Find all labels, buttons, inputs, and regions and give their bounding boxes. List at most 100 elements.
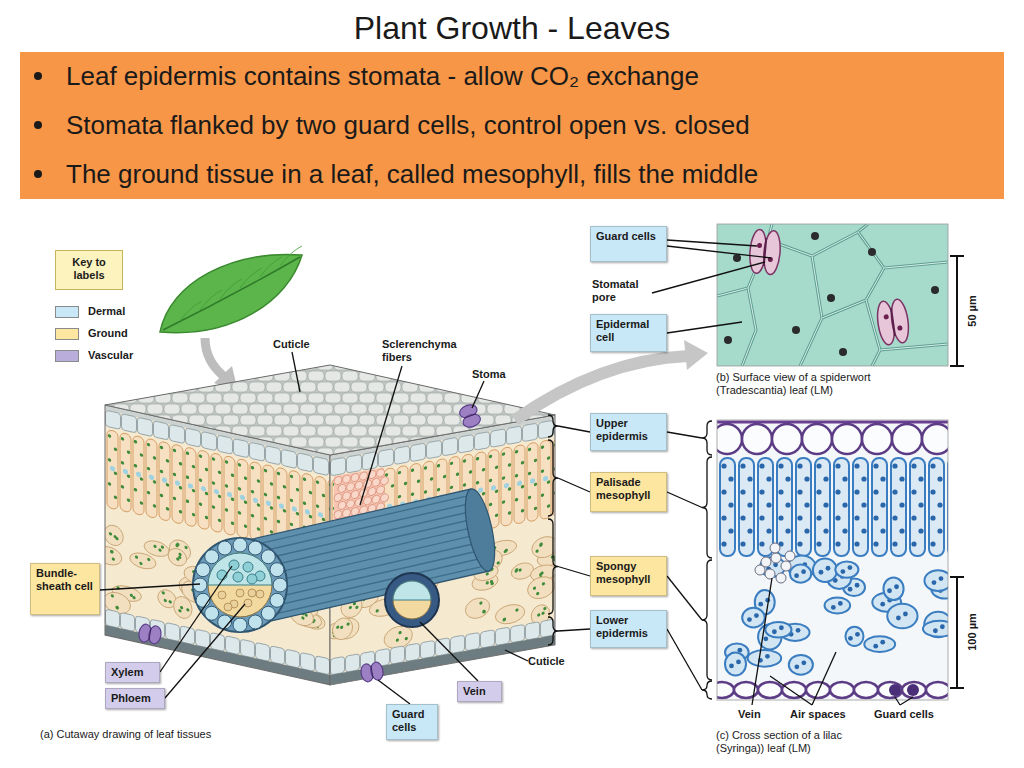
bullet-text: Leaf epidermis contains stomata - allow …	[20, 52, 1004, 101]
chloroplast	[848, 587, 853, 592]
chloroplast	[835, 515, 840, 520]
chloroplast	[848, 636, 853, 641]
surface-cell	[563, 415, 579, 425]
chloroplast	[231, 497, 234, 501]
epidermal-cell	[511, 624, 525, 642]
epidermal-cell	[466, 632, 480, 650]
fiber-cell	[368, 487, 376, 496]
surface-cell	[308, 437, 324, 447]
spongy-cell	[887, 604, 917, 629]
palisade-cell	[211, 453, 222, 533]
surface-cell	[529, 371, 545, 381]
bundle-sheath-cell	[205, 606, 219, 620]
cell-wall	[858, 232, 948, 268]
surface-cell	[504, 360, 520, 370]
chloroplast	[754, 613, 759, 618]
chloroplast	[277, 519, 280, 523]
spongy-cell	[174, 595, 192, 621]
surface-cell	[504, 448, 520, 458]
label-box: Vein	[457, 681, 502, 702]
epidermal-cell	[451, 635, 465, 653]
leaf-vein	[200, 290, 222, 310]
chloroplast	[486, 572, 489, 576]
chloroplast	[110, 550, 113, 554]
chloroplast	[842, 528, 847, 533]
chloroplast	[535, 549, 538, 553]
nucleus	[240, 494, 245, 500]
cell-wall-highlight	[858, 232, 948, 268]
guard-cell	[907, 684, 919, 696]
palisade-cell	[159, 441, 170, 521]
epidermal-cell	[256, 642, 270, 661]
surface-cell	[147, 404, 163, 414]
label-box: Upper epidermis	[590, 413, 667, 451]
surface-cell	[283, 448, 299, 458]
chloroplast	[450, 461, 453, 465]
epidermal-cell	[186, 428, 201, 447]
cell-wall-highlight	[822, 268, 884, 318]
surface-cell	[444, 393, 460, 403]
spongy-cell	[465, 596, 489, 620]
vein-cell	[781, 561, 791, 571]
fiber-cell	[343, 491, 351, 500]
surface-cell	[274, 459, 290, 469]
label-box: Lower epidermis	[590, 610, 667, 648]
surface-cell	[521, 382, 537, 392]
chloroplast	[192, 489, 195, 493]
surface-cell	[232, 404, 248, 414]
epidermal-cell	[271, 646, 285, 665]
cell-nucleus	[839, 348, 847, 356]
chloroplast	[911, 489, 916, 494]
surface-cell	[257, 415, 273, 425]
surface-cell	[223, 415, 239, 425]
chloroplast	[937, 502, 942, 507]
surface-cell	[317, 382, 333, 392]
surface-cell	[351, 360, 367, 370]
chloroplast	[847, 565, 852, 570]
upper-cuticle	[717, 421, 948, 424]
surface-cell	[249, 426, 265, 436]
surface-cell	[181, 360, 197, 370]
chloroplast	[933, 628, 938, 633]
surface-cell	[291, 371, 307, 381]
chloroplast	[759, 541, 764, 546]
chloroplast	[169, 600, 172, 604]
surface-cell	[555, 360, 571, 370]
chloroplast	[502, 500, 505, 504]
vein-cell	[765, 569, 775, 579]
chloroplast	[932, 580, 937, 585]
chloroplast	[785, 476, 790, 481]
chloroplast	[186, 475, 189, 479]
leaf-icon	[160, 254, 302, 332]
phloem-cell	[248, 589, 256, 597]
chloroplast	[797, 541, 802, 546]
chloroplast	[721, 515, 726, 520]
chloroplast	[838, 601, 843, 606]
chloroplast	[930, 463, 935, 468]
chloroplast	[903, 612, 908, 617]
surface-cell	[215, 404, 231, 414]
epidermal-cell	[411, 443, 426, 462]
chloroplast	[515, 498, 518, 502]
chloroplast	[411, 492, 414, 496]
chloroplast	[199, 454, 202, 458]
surface-cell	[495, 459, 511, 469]
vein-cell	[770, 543, 780, 553]
surface-cell	[291, 393, 307, 403]
chloroplast	[411, 468, 414, 472]
spongy-cell	[825, 597, 851, 613]
chloroplast	[424, 466, 427, 470]
chloroplast	[794, 573, 799, 578]
cell-wall-highlight	[717, 224, 772, 296]
chloroplast	[153, 504, 156, 508]
chloroplast	[398, 495, 401, 499]
chloroplast	[740, 463, 745, 468]
chloroplast	[816, 541, 821, 546]
chloroplast	[740, 515, 745, 520]
epidermal-cell	[421, 640, 435, 658]
chloroplast	[533, 586, 536, 590]
chloroplast	[147, 491, 150, 495]
chloroplast	[873, 644, 878, 649]
chloroplast	[405, 637, 408, 641]
surface-cell	[104, 437, 120, 447]
